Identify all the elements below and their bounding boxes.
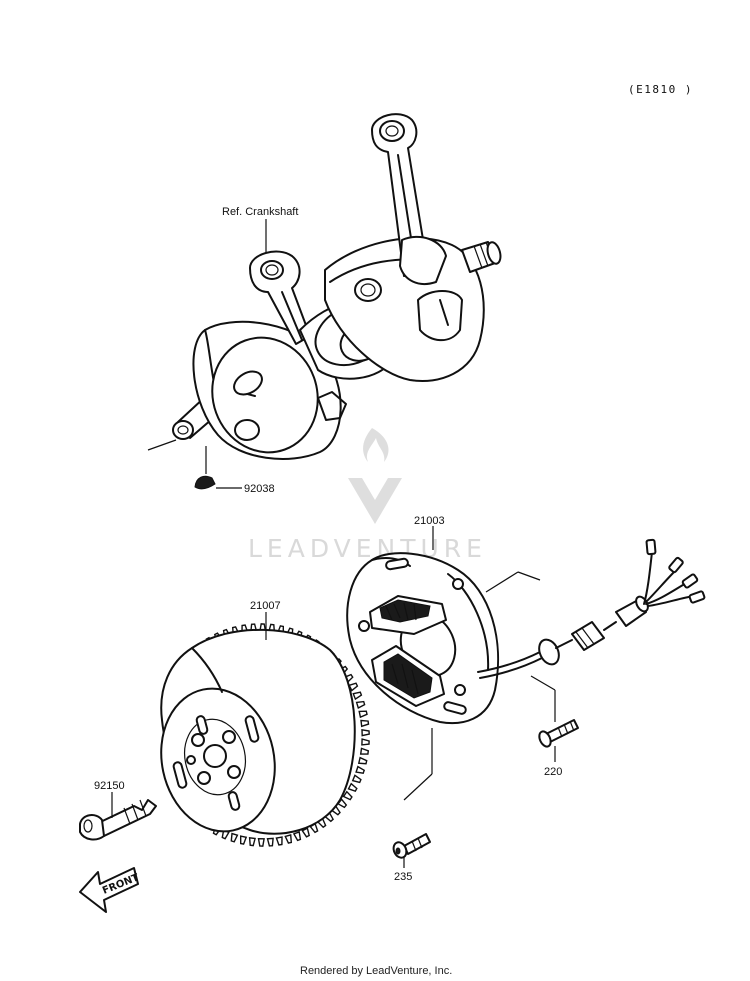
gear-tooth [275,836,283,846]
gear-tooth [358,710,368,719]
screw-235 [392,833,431,859]
gear-tooth [355,700,366,710]
front-arrow: FRONT [79,867,141,913]
label-92150: 92150 [94,780,125,792]
gear-tooth [257,837,265,847]
woodruff-key [194,475,216,490]
stator-pointer-line-b [517,571,541,581]
gear-tooth [355,765,366,774]
flywheel-rotor [160,623,370,847]
gear-tooth [361,728,370,737]
watermark-logo [348,428,402,524]
gear-tooth [292,831,302,842]
gear-tooth [357,756,368,765]
stator-pointer-line-a [485,571,519,593]
gear-tooth [284,833,293,844]
gear-tooth [239,835,248,845]
screw-220 [538,719,579,748]
gear-tooth [342,790,353,801]
label-92038: 92038 [244,483,275,495]
label-ref-crankshaft: Ref. Crankshaft [222,206,298,218]
gear-tooth [347,782,358,793]
label-235: 235 [394,871,412,883]
footer-credit: Rendered by LeadVenture, Inc. [300,965,452,977]
stator-assembly [346,538,706,725]
gear-tooth [360,719,370,728]
gear-tooth [359,747,370,755]
screw-235-leader-b [403,773,433,801]
gear-tooth [351,774,362,784]
diagram-code: (E1810 ) [628,83,693,96]
gear-tooth [352,691,363,701]
screw-220-leader-a [530,675,556,691]
shaft-pointer-line [147,439,177,451]
label-21003: 21003 [414,515,445,527]
gear-tooth [348,682,359,692]
bolt-92150 [79,799,157,841]
gear-tooth [361,738,370,746]
label-21007: 21007 [250,600,281,612]
gear-tooth [266,837,274,847]
label-220: 220 [544,766,562,778]
watermark-text: LEADVENTURE [248,534,487,563]
gear-tooth [230,832,239,843]
gear-tooth [248,836,256,847]
gear-tooth [301,827,311,838]
crankshaft [172,113,502,460]
